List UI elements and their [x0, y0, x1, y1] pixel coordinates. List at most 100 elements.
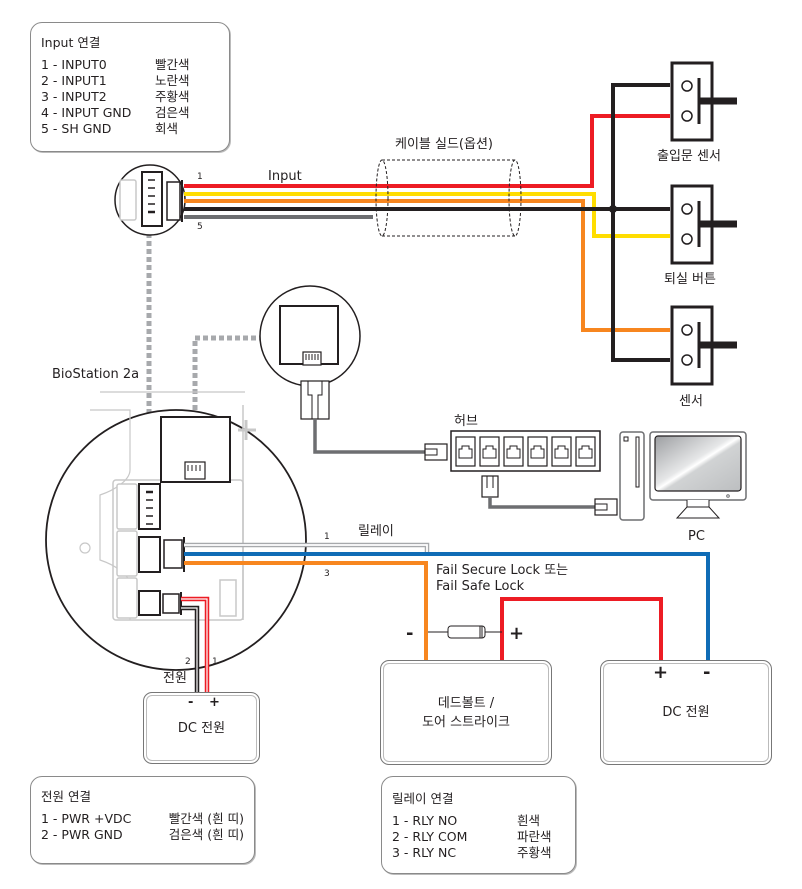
- hub-ports: [455, 436, 596, 467]
- dc-left-minus: -: [188, 695, 194, 710]
- hub-port: [551, 436, 572, 467]
- diode: [428, 625, 502, 639]
- ethernet-cable-hub-pc: [488, 497, 595, 509]
- legend-pin: 3 - RLY NC: [392, 845, 457, 860]
- pc-label: PC: [688, 529, 705, 544]
- biostation-body: [45, 391, 307, 671]
- device-name-label: BioStation 2a: [52, 367, 139, 382]
- power-connection-legend: 전원 연결 1 - PWR +VDC 빨간색 (흰 띠) 2 - PWR GND 검…: [30, 776, 255, 864]
- legend-pin: 1 - PWR +VDC: [41, 811, 132, 826]
- dc-left-label: DC 전원: [177, 720, 226, 736]
- wire-input2-orange: [184, 199, 670, 332]
- input-wire-label: Input: [268, 169, 302, 184]
- legend-color: 빨간색: [155, 57, 190, 72]
- wire-input0-red: [184, 114, 670, 188]
- hub-port: [503, 436, 524, 467]
- input-connector-zoom: [114, 164, 186, 236]
- door-sensor-label: 출입문 센서: [657, 149, 721, 164]
- legend-color: 주황색: [517, 845, 552, 860]
- legend-row: 2 - PWR GND 검은색 (흰 띠): [41, 827, 244, 843]
- wire-input1-yellow: [184, 192, 670, 238]
- legend-color: 회색: [155, 121, 179, 136]
- legend-row: 3 - INPUT2 주황색: [41, 89, 219, 105]
- dc-power-supply-right: + - DC 전원: [600, 660, 772, 765]
- input-pin-1-label: 1: [197, 172, 203, 182]
- lock-type-line2: Fail Safe Lock: [436, 579, 525, 594]
- legend-color: 노란색: [155, 73, 190, 88]
- door-sensor-switch: [670, 61, 737, 142]
- hub-label: 허브: [454, 414, 478, 429]
- legend-pin: 2 - RLY COM: [392, 829, 468, 844]
- diode-plus-label: +: [509, 623, 524, 644]
- legend-row: 2 - INPUT1 노란색: [41, 73, 219, 89]
- legend-pin: 1 - RLY NO: [392, 813, 458, 828]
- hub-port: [527, 436, 548, 467]
- relay-legend-title: 릴레이 연결: [392, 791, 454, 806]
- dc-right-minus: -: [703, 662, 711, 683]
- legend-row: 2 - RLY COM 파란색: [392, 829, 565, 845]
- ground-bus: [611, 83, 670, 362]
- dc-power-supply-left: - + DC 전원: [143, 692, 260, 764]
- hub-port: [455, 436, 476, 467]
- legend-pin: 2 - INPUT1: [41, 73, 107, 88]
- exit-button-switch: [670, 184, 737, 265]
- legend-pin: 2 - PWR GND: [41, 827, 123, 842]
- legend-row: 5 - SH GND 회색: [41, 121, 219, 137]
- hub: [450, 430, 601, 472]
- exit-button-label: 퇴실 버튼: [664, 272, 716, 287]
- deadbolt-door-strike: 데드볼트 / 도어 스트라이크: [380, 660, 552, 765]
- legend-row: 1 - RLY NO 흰색: [392, 813, 565, 829]
- dc-right-label: DC 전원: [662, 705, 710, 720]
- legend-pin: 5 - SH GND: [41, 121, 112, 136]
- pc-monitor: [649, 431, 747, 519]
- wire-rly-nc-orange: [184, 561, 428, 662]
- legend-row: 1 - PWR +VDC 빨간색 (흰 띠): [41, 811, 244, 827]
- power-label: 전원: [163, 671, 187, 686]
- wire-rly-com-blue: [184, 552, 710, 662]
- power-pin-1-label: 1: [212, 657, 218, 667]
- sensor-label: 센서: [679, 394, 703, 409]
- input-connection-legend: Input 연결 1 - INPUT0 빨간색 2 - INPUT1 노란색 3 -…: [30, 22, 230, 152]
- legend-pin: 3 - INPUT2: [41, 89, 107, 104]
- rj45-plug-hub-out: [481, 475, 499, 498]
- ethernet-port-zoom: [259, 285, 361, 420]
- legend-color: 검은색: [155, 105, 190, 120]
- relay-label: 릴레이: [358, 524, 394, 539]
- dc-left-plus: +: [209, 695, 220, 710]
- pc-tower: [619, 431, 645, 521]
- power-legend-title: 전원 연결: [41, 789, 91, 804]
- input-wires: [184, 114, 670, 332]
- relay-pin-1-label: 1: [324, 532, 330, 542]
- legend-pin: 1 - INPUT0: [41, 57, 107, 72]
- deadbolt-line2: 도어 스트라이크: [422, 714, 510, 730]
- legend-color: 검은색 (흰 띠): [168, 827, 244, 842]
- legend-row: 1 - INPUT0 빨간색: [41, 57, 219, 73]
- legend-pin: 4 - INPUT GND: [41, 105, 132, 120]
- input-pin-5-label: 5: [197, 222, 203, 232]
- legend-color: 주황색: [155, 89, 190, 104]
- legend-row: 3 - RLY NC 주황색: [392, 845, 565, 861]
- hub-port: [479, 436, 500, 467]
- diode-minus-label: -: [406, 623, 413, 644]
- rj45-plug-hub-in: [424, 443, 448, 461]
- relay-pin-3-label: 3: [324, 569, 330, 579]
- power-wires: [181, 596, 210, 692]
- deadbolt-line1: 데드볼트 /: [437, 695, 495, 711]
- relay-wires: [184, 542, 710, 662]
- cable-shield-label: 케이블 실드(옵션): [395, 137, 493, 152]
- cable-shield: [375, 159, 522, 237]
- legend-color: 파란색: [517, 829, 552, 844]
- input-legend-title: Input 연결: [41, 35, 101, 50]
- ground-junction: [609, 205, 617, 213]
- relay-connection-legend: 릴레이 연결 1 - RLY NO 흰색 2 - RLY COM 파란색 3 - R…: [381, 776, 576, 874]
- hub-port: [575, 436, 596, 467]
- sensor-switch: [670, 305, 737, 386]
- ethernet-cable-device-hub: [313, 419, 425, 454]
- lock-type-line1: Fail Secure Lock 또는: [436, 563, 568, 578]
- legend-color: 빨간색 (흰 띠): [168, 811, 244, 826]
- dc-right-plus: +: [653, 662, 669, 683]
- power-pin-2-label: 2: [185, 657, 191, 667]
- wire-lock-positive-red: [500, 597, 663, 662]
- legend-color: 흰색: [517, 813, 541, 828]
